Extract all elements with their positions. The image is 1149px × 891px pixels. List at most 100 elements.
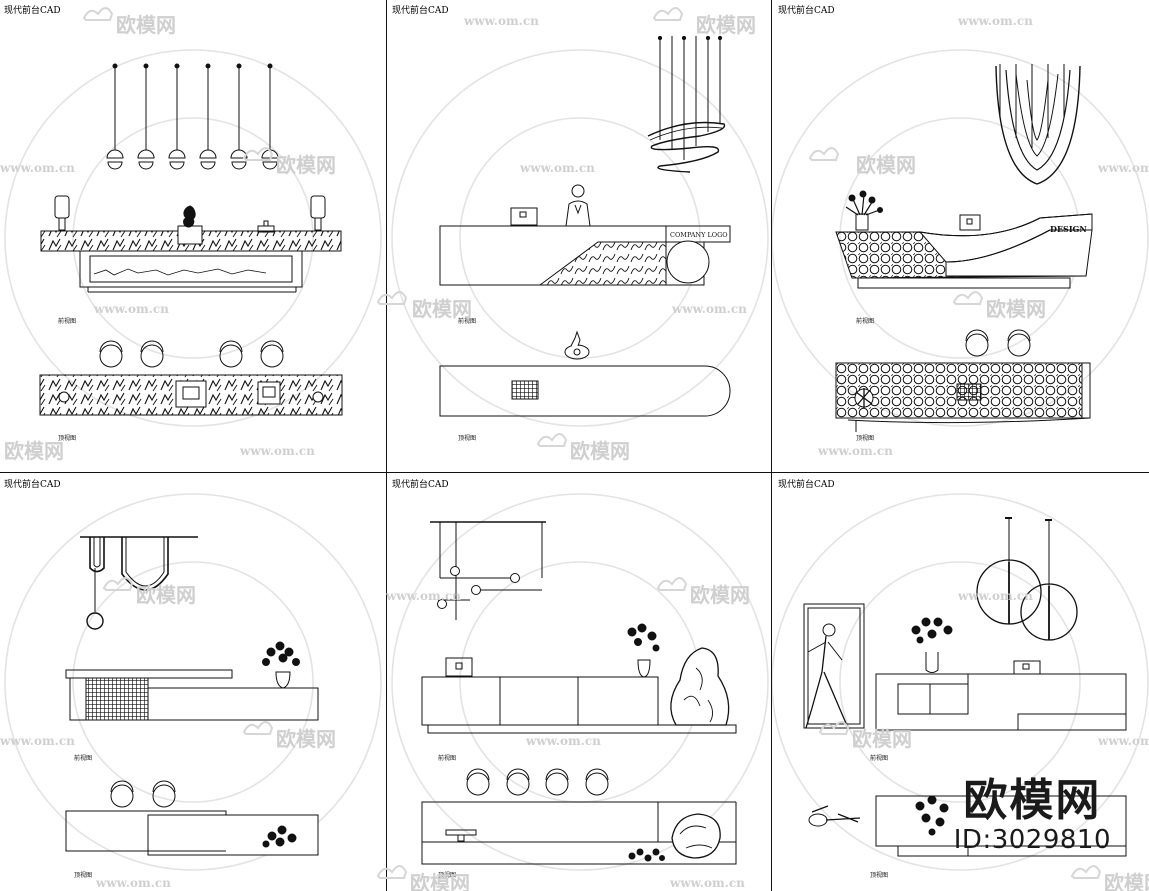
desk-front-view: COMPANY LOGO bbox=[439, 184, 731, 286]
svg-text:欧模网: 欧模网 bbox=[852, 727, 912, 751]
chair-icon bbox=[564, 330, 590, 360]
brand-watermark: 欧模网 bbox=[653, 7, 756, 37]
potted-plant-icon bbox=[854, 388, 874, 408]
desk-top-view bbox=[835, 329, 1091, 432]
chair-icon bbox=[506, 768, 530, 796]
pendant-lamp-icon bbox=[168, 63, 186, 170]
svg-text:欧模网: 欧模网 bbox=[856, 153, 916, 177]
spiral-chandelier bbox=[647, 35, 726, 173]
human-figure-icon bbox=[565, 184, 591, 227]
desk-front-view bbox=[421, 623, 737, 734]
svg-text:欧模网: 欧模网 bbox=[410, 871, 470, 891]
panel-title: 现代前台CAD bbox=[392, 4, 449, 16]
corner-badge: 欧模网 ID:3029810 bbox=[954, 775, 1111, 856]
svg-text:欧模网: 欧模网 bbox=[116, 13, 176, 37]
ring-pendants bbox=[976, 517, 1078, 641]
front-view-label: 前视图 bbox=[438, 754, 456, 762]
front-view-label: 前视图 bbox=[856, 317, 874, 325]
chair-icon bbox=[140, 340, 164, 368]
potted-plant-icon bbox=[627, 623, 660, 678]
pendant-lamp-icon bbox=[230, 63, 248, 170]
url-watermark: www.om.cn bbox=[817, 444, 893, 458]
svg-text:欧模网: 欧模网 bbox=[696, 13, 756, 37]
chair-icon bbox=[965, 329, 989, 357]
monitor-icon bbox=[511, 380, 539, 400]
monitor-icon bbox=[959, 214, 981, 231]
svg-text:欧模网: 欧模网 bbox=[986, 297, 1046, 321]
url-watermark: www.om.cn bbox=[93, 302, 169, 316]
desk-top-view bbox=[421, 768, 737, 865]
panel-title: 现代前台CAD bbox=[4, 4, 61, 16]
monitor-icon bbox=[956, 383, 982, 401]
desk-top-view bbox=[65, 780, 319, 856]
monitor-icon bbox=[1013, 660, 1041, 675]
watermarks: 欧模网 欧模网 欧模网 欧模网 欧模网 欧模网 欧模网 欧模网 欧模网 欧模网 … bbox=[4, 7, 1149, 891]
front-view-label: 前视图 bbox=[58, 317, 76, 325]
chair-icon bbox=[585, 768, 609, 796]
potted-plant-icon bbox=[262, 825, 297, 848]
top-view-label: 顶视图 bbox=[58, 434, 76, 442]
monitor-icon bbox=[445, 829, 477, 842]
panel-title: 现代前台CAD bbox=[4, 478, 61, 490]
pendant-lamp-icon bbox=[261, 63, 279, 170]
svg-text:欧模网: 欧模网 bbox=[276, 727, 336, 751]
potted-plant-icon bbox=[262, 641, 300, 689]
url-watermark: www.om.cn bbox=[957, 14, 1033, 28]
loop-pendant bbox=[995, 64, 1081, 185]
url-watermarks: www.om.cn www.om.cn www.om.cn www.om.cn … bbox=[0, 14, 1149, 890]
badge-brand: 欧模网 bbox=[963, 775, 1102, 826]
brand-watermark: 欧模网 bbox=[377, 865, 470, 891]
pendant-lamp-icon bbox=[137, 63, 155, 170]
brand-watermark: 欧模网 bbox=[243, 147, 336, 177]
desk-top-view bbox=[39, 340, 343, 416]
panel-2: COMPANY LOGO 前视图 顶视图 bbox=[439, 35, 731, 442]
desk-front-view: DESIGN bbox=[835, 190, 1093, 289]
url-watermark: www.om.cn bbox=[0, 734, 75, 748]
brand-watermark: 欧模网 bbox=[377, 291, 472, 321]
svg-text:欧模网: 欧模网 bbox=[412, 297, 472, 321]
potted-plant-icon bbox=[845, 190, 883, 231]
front-view-label: 前视图 bbox=[74, 754, 92, 762]
potted-plant-icon bbox=[911, 617, 953, 673]
url-watermark: www.om.cn bbox=[239, 444, 315, 458]
svg-text:欧模网: 欧模网 bbox=[690, 583, 750, 607]
chair-icon bbox=[219, 340, 243, 368]
brand-watermark: 欧模网 bbox=[243, 721, 336, 751]
top-view-label: 顶视图 bbox=[856, 434, 874, 442]
svg-text:欧模网: 欧模网 bbox=[4, 439, 64, 463]
brand-watermark: 欧模网 bbox=[537, 433, 630, 463]
panel-1: 前视图 顶视图 bbox=[39, 63, 343, 442]
chair-icon bbox=[466, 768, 490, 796]
url-watermark: www.om.cn bbox=[957, 589, 1033, 603]
svg-text:欧模网: 欧模网 bbox=[570, 439, 630, 463]
front-view-label: 前视图 bbox=[458, 317, 476, 325]
pendant-lamp-icon bbox=[199, 63, 217, 170]
top-view-label: 顶视图 bbox=[870, 871, 888, 879]
brand-watermark: 欧模网 bbox=[809, 147, 916, 177]
panel-4: 前视图 顶视图 bbox=[65, 536, 319, 879]
brand-watermark: 欧模网 bbox=[657, 577, 750, 607]
svg-text:欧模网: 欧模网 bbox=[136, 583, 196, 607]
chair-icon bbox=[152, 780, 176, 808]
rock-icon bbox=[671, 813, 721, 859]
potted-plant-icon bbox=[628, 848, 665, 862]
url-watermark: www.om.cn bbox=[0, 161, 75, 175]
svg-text:欧模网: 欧模网 bbox=[276, 153, 336, 177]
url-watermark: www.om.cn bbox=[671, 302, 747, 316]
panel-6: 前视图 顶视图 bbox=[803, 517, 1127, 879]
panel-5: 前视图 顶视图 bbox=[421, 521, 737, 879]
monitor-icon bbox=[510, 207, 538, 226]
human-figure-icon bbox=[808, 805, 861, 827]
panel-title: 现代前台CAD bbox=[392, 478, 449, 490]
front-view-label: 前视图 bbox=[870, 754, 888, 762]
brand-watermark: 欧模网 bbox=[103, 577, 196, 607]
url-watermark: www.om.cn bbox=[669, 876, 745, 890]
panel-title: 现代前台CAD bbox=[778, 478, 835, 490]
chair-icon bbox=[1007, 329, 1031, 357]
desk-front-view bbox=[803, 603, 1127, 731]
chair-icon bbox=[260, 340, 284, 368]
desk-front-view bbox=[65, 641, 319, 721]
desk-logo-text: DESIGN bbox=[1050, 224, 1087, 234]
